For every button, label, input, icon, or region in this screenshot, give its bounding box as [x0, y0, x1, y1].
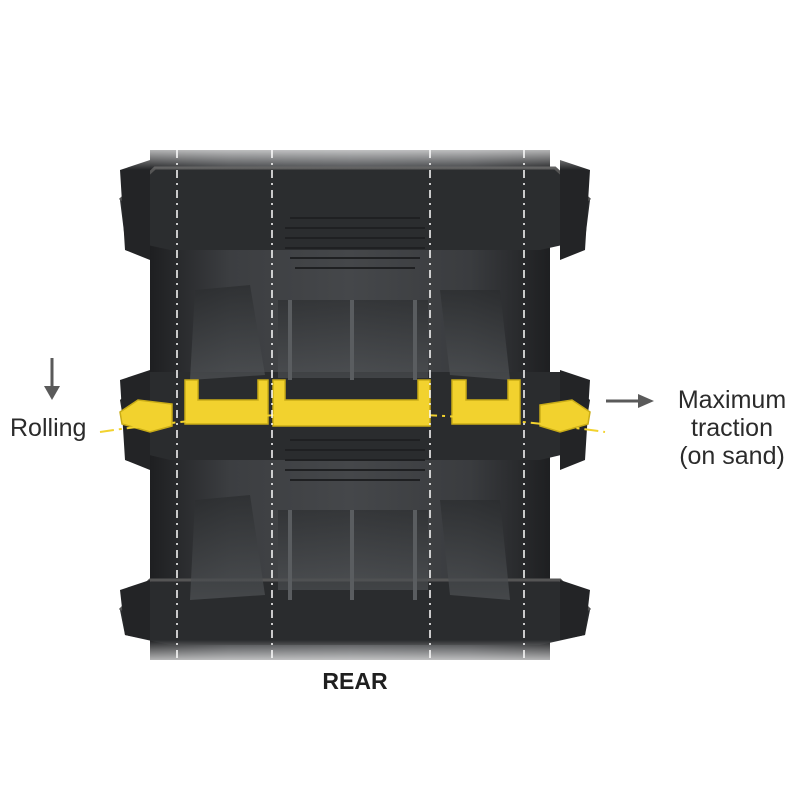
vertical-guide-lines	[176, 150, 525, 660]
rear-label: REAR	[322, 668, 388, 694]
center-sipe-pattern	[285, 217, 425, 481]
upper-tread-channels	[190, 285, 510, 380]
arrow-down-icon	[44, 358, 60, 400]
rolling-label: Rolling	[10, 414, 87, 442]
traction-label-line-1: Maximum	[677, 386, 787, 414]
arrow-right-icon	[606, 394, 654, 408]
profile-guide-line	[99, 412, 606, 433]
traction-label-line-3: (on sand)	[679, 442, 785, 470]
traction-label-line-2: traction	[691, 414, 773, 442]
lower-tread-channels	[190, 495, 510, 600]
maximum-traction-label: Maximum traction (on sand)	[666, 386, 798, 470]
